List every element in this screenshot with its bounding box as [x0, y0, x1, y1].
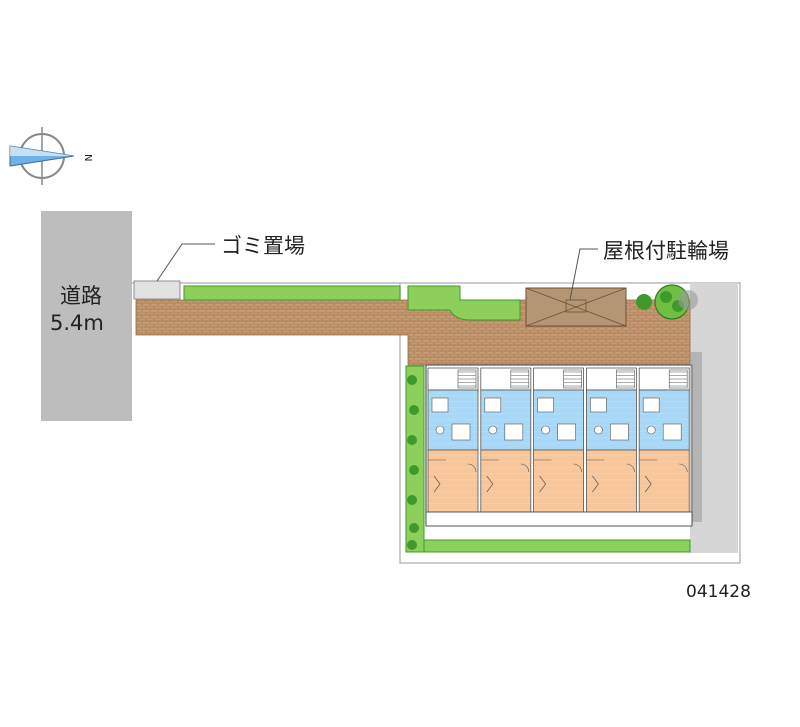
annotations: ゴミ置場 屋根付駐輪場 — [156, 234, 729, 301]
road: 道路 5.4m — [41, 211, 132, 421]
greenery — [183, 284, 698, 553]
bike-parking — [525, 287, 627, 327]
garbage-area — [133, 280, 181, 300]
apartment-unit — [480, 367, 532, 523]
bike-parking-label: 屋根付駐輪場 — [603, 239, 729, 263]
property-code: 041428 — [686, 582, 751, 602]
tree-icon — [636, 284, 698, 320]
apartment-unit — [427, 367, 479, 523]
building — [425, 352, 702, 527]
building-shadow — [690, 352, 702, 522]
garbage-label: ゴミ置場 — [221, 234, 305, 258]
apartment-unit — [533, 367, 584, 523]
road-name-label: 道路 — [60, 284, 102, 308]
compass-letter: N — [82, 154, 93, 161]
road-width-label: 5.4m — [50, 311, 104, 335]
apartment-unit — [586, 367, 637, 523]
compass: N — [9, 127, 93, 185]
apartment-unit — [638, 367, 690, 523]
